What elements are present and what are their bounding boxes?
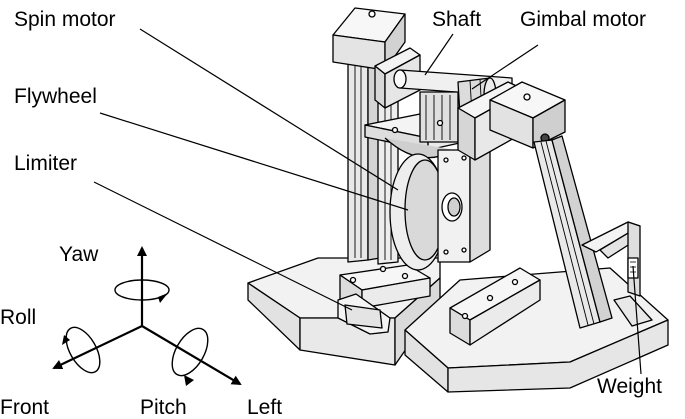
axis-label-left: Left bbox=[247, 396, 283, 419]
flywheel-part bbox=[389, 139, 491, 271]
leader-weight bbox=[632, 265, 642, 375]
machine-drawing bbox=[247, 7, 669, 393]
leader-lines bbox=[93, 28, 642, 375]
pitch-arrow-tip bbox=[184, 375, 194, 386]
leader-spin-motor bbox=[139, 28, 399, 191]
leader-limiter bbox=[93, 181, 353, 311]
top-left-clamp bbox=[332, 7, 406, 71]
axis-label-front: Front bbox=[0, 396, 50, 419]
yaw-rotation-arrow bbox=[114, 279, 170, 301]
left-clamp-block bbox=[337, 264, 431, 335]
front-axis-arrow bbox=[52, 325, 143, 370]
label-weight: Weight bbox=[597, 375, 662, 398]
axis-label-roll: Roll bbox=[0, 306, 37, 329]
axis-label-pitch: Pitch bbox=[140, 396, 187, 419]
leader-flywheel bbox=[99, 112, 409, 211]
left-axis-arrow bbox=[141, 325, 242, 386]
label-flywheel: Flywheel bbox=[14, 85, 97, 108]
axis-label-yaw: Yaw bbox=[59, 243, 99, 266]
top-right-clamp bbox=[489, 81, 566, 149]
label-spin-motor: Spin motor bbox=[14, 8, 116, 31]
right-slanted-rail bbox=[533, 135, 613, 329]
roll-rotation-arrow bbox=[65, 326, 101, 374]
leader-gimbal-motor bbox=[471, 44, 539, 90]
right-clamp-block bbox=[449, 267, 541, 346]
label-limiter: Limiter bbox=[14, 152, 78, 175]
yaw-arrow-tip bbox=[158, 293, 168, 303]
label-shaft: Shaft bbox=[432, 8, 482, 31]
leader-shaft bbox=[424, 33, 454, 76]
label-gimbal-motor: Gimbal motor bbox=[520, 8, 647, 31]
axes-glyph bbox=[52, 246, 242, 386]
pitch-rotation-arrow bbox=[171, 327, 209, 377]
weight-arm bbox=[581, 221, 653, 327]
roll-arrow-tip bbox=[62, 335, 70, 345]
